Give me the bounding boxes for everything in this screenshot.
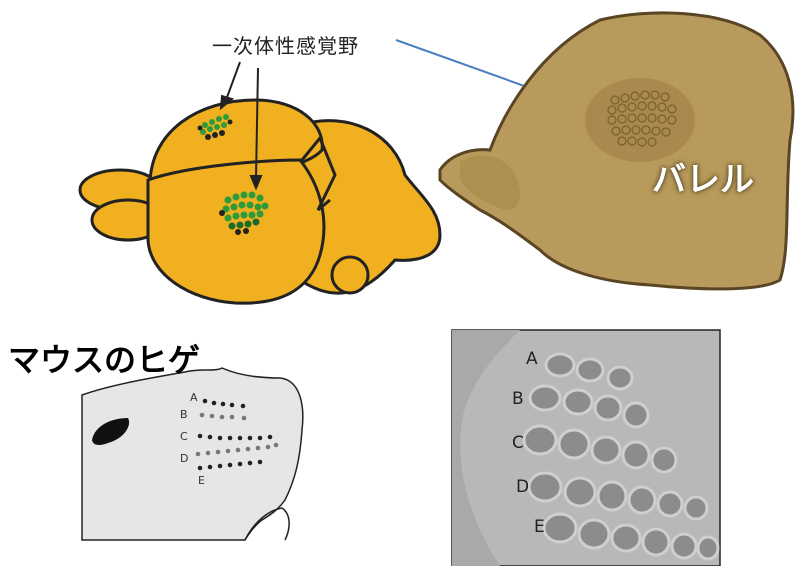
barrel-region <box>585 78 695 162</box>
barrel-label: バレル <box>652 152 754 201</box>
whisker-row-label-d: D <box>180 452 188 465</box>
whisker-row-label-e: E <box>198 474 205 487</box>
slice-row-label-c: C <box>512 433 524 453</box>
paraflocculus <box>332 257 368 293</box>
slice-row-label-b: B <box>512 389 524 409</box>
slice-row-label-d: D <box>516 477 529 497</box>
mouse-brain-illustration <box>80 100 440 303</box>
somatosensory-cortex-label: 一次体性感覚野 <box>212 30 359 59</box>
mouse-whiskers-label: マウスのヒゲ <box>8 335 200 381</box>
cortex-slice-photo <box>440 13 793 289</box>
slice-row-label-a: A <box>526 349 538 369</box>
mouse-face-sketch: A B C D E <box>82 368 303 540</box>
slice-row-label-e: E <box>534 517 545 537</box>
whisker-row-label-a: A <box>190 391 198 404</box>
barrel-micrograph: A B C D E <box>452 330 720 566</box>
whisker-row-label-c: C <box>180 430 188 443</box>
whisker-row-label-b: B <box>180 408 188 421</box>
